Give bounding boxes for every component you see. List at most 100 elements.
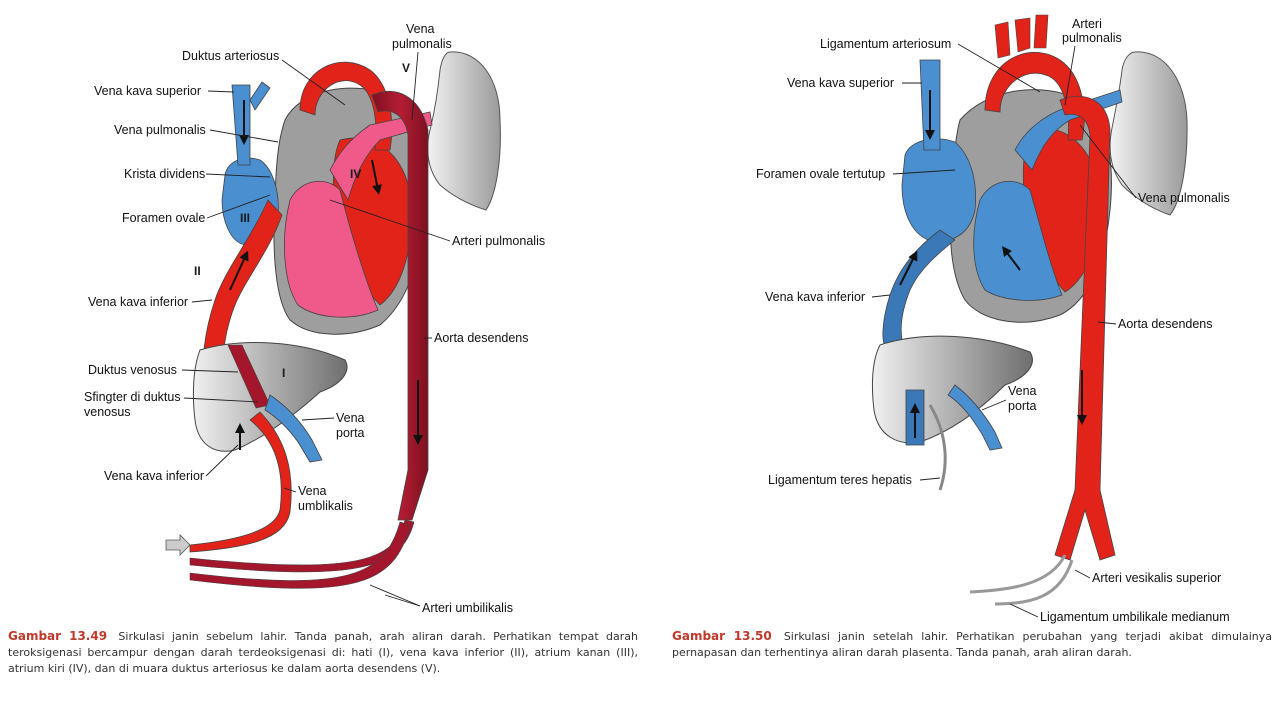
label-vena-kava-inferior: Vena kava inferior [88, 295, 188, 309]
head-vessel-3 [994, 21, 1011, 59]
label-arteri-vesikalis: Arteri vesikalis superior [1092, 571, 1221, 585]
circulation-after-birth [871, 14, 1188, 606]
caption-after-birth: Gambar 13.50 Sirkulasi janin setelah lah… [672, 628, 1272, 661]
descending-aorta [371, 91, 429, 521]
label-vena-kava-inferior-2: Vena kava inferior [104, 469, 204, 483]
label-ligamentum-umbilikale: Ligamentum umbilikale medianum [1040, 610, 1230, 624]
flow-arrow-lv [371, 159, 382, 195]
caption-figure-number: Gambar 13.49 [8, 629, 108, 643]
leader-ligamentum-umbilikale [1009, 603, 1039, 618]
right-ventricle [973, 181, 1063, 301]
roman-i: I [282, 366, 285, 380]
inflow-arrow [165, 534, 191, 556]
leader-aorta-desendens [1097, 321, 1117, 325]
right-atrium [901, 138, 976, 242]
inferior-vena-cava [882, 229, 956, 351]
left-labels: Duktus arteriosus Vena pulmonalis Vena k… [84, 22, 545, 615]
roman-iii: III [240, 211, 250, 225]
leader-foramen-ovale-tertutup [892, 169, 956, 175]
umbilical-artery-2 [189, 521, 411, 589]
label-arteri-umbilikalis: Arteri umbilikalis [422, 601, 513, 615]
flow-arrow-ivc [229, 250, 249, 291]
flow-arrow-rv [1002, 246, 1021, 271]
leader-vena-umblikalis [283, 487, 297, 493]
label-vena-kava-superior: Vena kava superior [787, 76, 894, 90]
descending-aorta [1054, 95, 1116, 561]
leader-arteri-umbilikalis-2 [384, 594, 421, 607]
leader-vena-kava-inferior-2 [205, 444, 239, 477]
leader-ligamentum-arteriosum [957, 43, 1041, 93]
leader-duktus-venosus [181, 369, 239, 373]
caption-text: Sirkulasi janin sebelum lahir. Tanda pan… [8, 630, 638, 675]
ligamentum-umbilikale-2 [994, 559, 1074, 606]
label-vena-porta-2: porta [336, 426, 365, 440]
leader-vena-porta [981, 399, 1007, 411]
ligamentum-teres [928, 404, 947, 491]
leader-foramen-ovale [206, 194, 271, 219]
label-foramen-ovale-tertutup: Foramen ovale tertutup [756, 167, 885, 181]
leader-vena-kava-inferior [191, 299, 213, 303]
label-foramen-ovale: Foramen ovale [122, 211, 205, 225]
label-duktus-arteriosus: Duktus arteriosus [182, 49, 279, 63]
svc-branch [249, 81, 271, 111]
label-krista-dividens: Krista dividens [124, 167, 205, 181]
label-ligamentum-arteriosum: Ligamentum arteriosum [820, 37, 951, 51]
caption-text: Sirkulasi janin setelah lahir. Perhatika… [672, 630, 1273, 659]
label-vena-pulmonalis: Vena pulmonalis [114, 123, 206, 137]
umbilical-vein [189, 411, 292, 553]
leader-arteri-pulmonalis [329, 199, 451, 242]
roman-iv: IV [350, 167, 361, 181]
leader-vena-kava-inferior [871, 294, 891, 298]
label-vena-porta-2: porta [1008, 399, 1037, 413]
label-duktus-venosus: Duktus venosus [88, 363, 177, 377]
label-vena-porta-1: Vena [1008, 384, 1037, 398]
head-vessel-2 [1033, 14, 1049, 49]
head-vessel-1 [1014, 17, 1031, 53]
roman-ii: II [194, 264, 201, 278]
roman-v: V [402, 61, 410, 75]
right-ventricle [284, 181, 379, 318]
label-vena-porta-1: Vena [336, 411, 365, 425]
label-vena-pulmonalis: Vena pulmonalis [1138, 191, 1230, 205]
label-vena-kava-superior: Vena kava superior [94, 84, 201, 98]
ligamentum-umbilikale [969, 554, 1067, 594]
leader-arteri-vesikalis [1074, 569, 1091, 579]
leader-vena-pulmonalis [1079, 124, 1137, 199]
superior-vena-cava [231, 84, 251, 166]
leader-krista-dividens [205, 173, 271, 178]
caption-figure-number: Gambar 13.50 [672, 629, 772, 643]
lung [1109, 51, 1188, 216]
portal-vein [947, 384, 1003, 451]
leader-arteri-umbilikalis-1 [369, 584, 421, 607]
label-arteri-pulmonalis-2: pulmonalis [1062, 31, 1122, 45]
label-aorta-desendens: Aorta desendens [434, 331, 529, 345]
leader-arteri-pulmonalis [1064, 45, 1076, 106]
right-labels: Ligamentum arteriosum Arteri pulmonalis … [756, 17, 1230, 624]
leader-vena-porta [301, 417, 335, 421]
fetal-circulation-before-birth [165, 51, 501, 589]
leader-ligamentum-teres [919, 477, 941, 481]
leader-vena-pulmonalis-top [411, 51, 419, 121]
leader-vena-pulmonalis [209, 129, 279, 143]
leader-vena-kava-superior [207, 90, 235, 93]
pulmonary-trunk [329, 111, 433, 202]
label-sfingter-2: venosus [84, 405, 131, 419]
label-vena-umblikalis-2: umblikalis [298, 499, 353, 513]
label-vena-kava-inferior: Vena kava inferior [765, 290, 865, 304]
flow-arrow-ivc [899, 250, 918, 286]
caption-before-birth: Gambar 13.49 Sirkulasi janin sebelum lah… [8, 628, 638, 677]
label-vena-pulmonalis-top-2: pulmonalis [392, 37, 452, 51]
label-ligamentum-teres: Ligamentum teres hepatis [768, 473, 912, 487]
portal-vein [264, 394, 323, 463]
label-aorta-desendens: Aorta desendens [1118, 317, 1213, 331]
lung [427, 51, 501, 211]
label-sfingter-1: Sfingter di duktus [84, 390, 181, 404]
label-vena-pulmonalis-top-1: Vena [406, 22, 435, 36]
leader-sfingter [183, 397, 259, 403]
label-vena-umblikalis-1: Vena [298, 484, 327, 498]
label-arteri-pulmonalis-1: Arteri [1072, 17, 1102, 31]
leader-duktus-arteriosus [281, 59, 346, 106]
label-arteri-pulmonalis: Arteri pulmonalis [452, 234, 545, 248]
aortic-arch [299, 61, 393, 151]
